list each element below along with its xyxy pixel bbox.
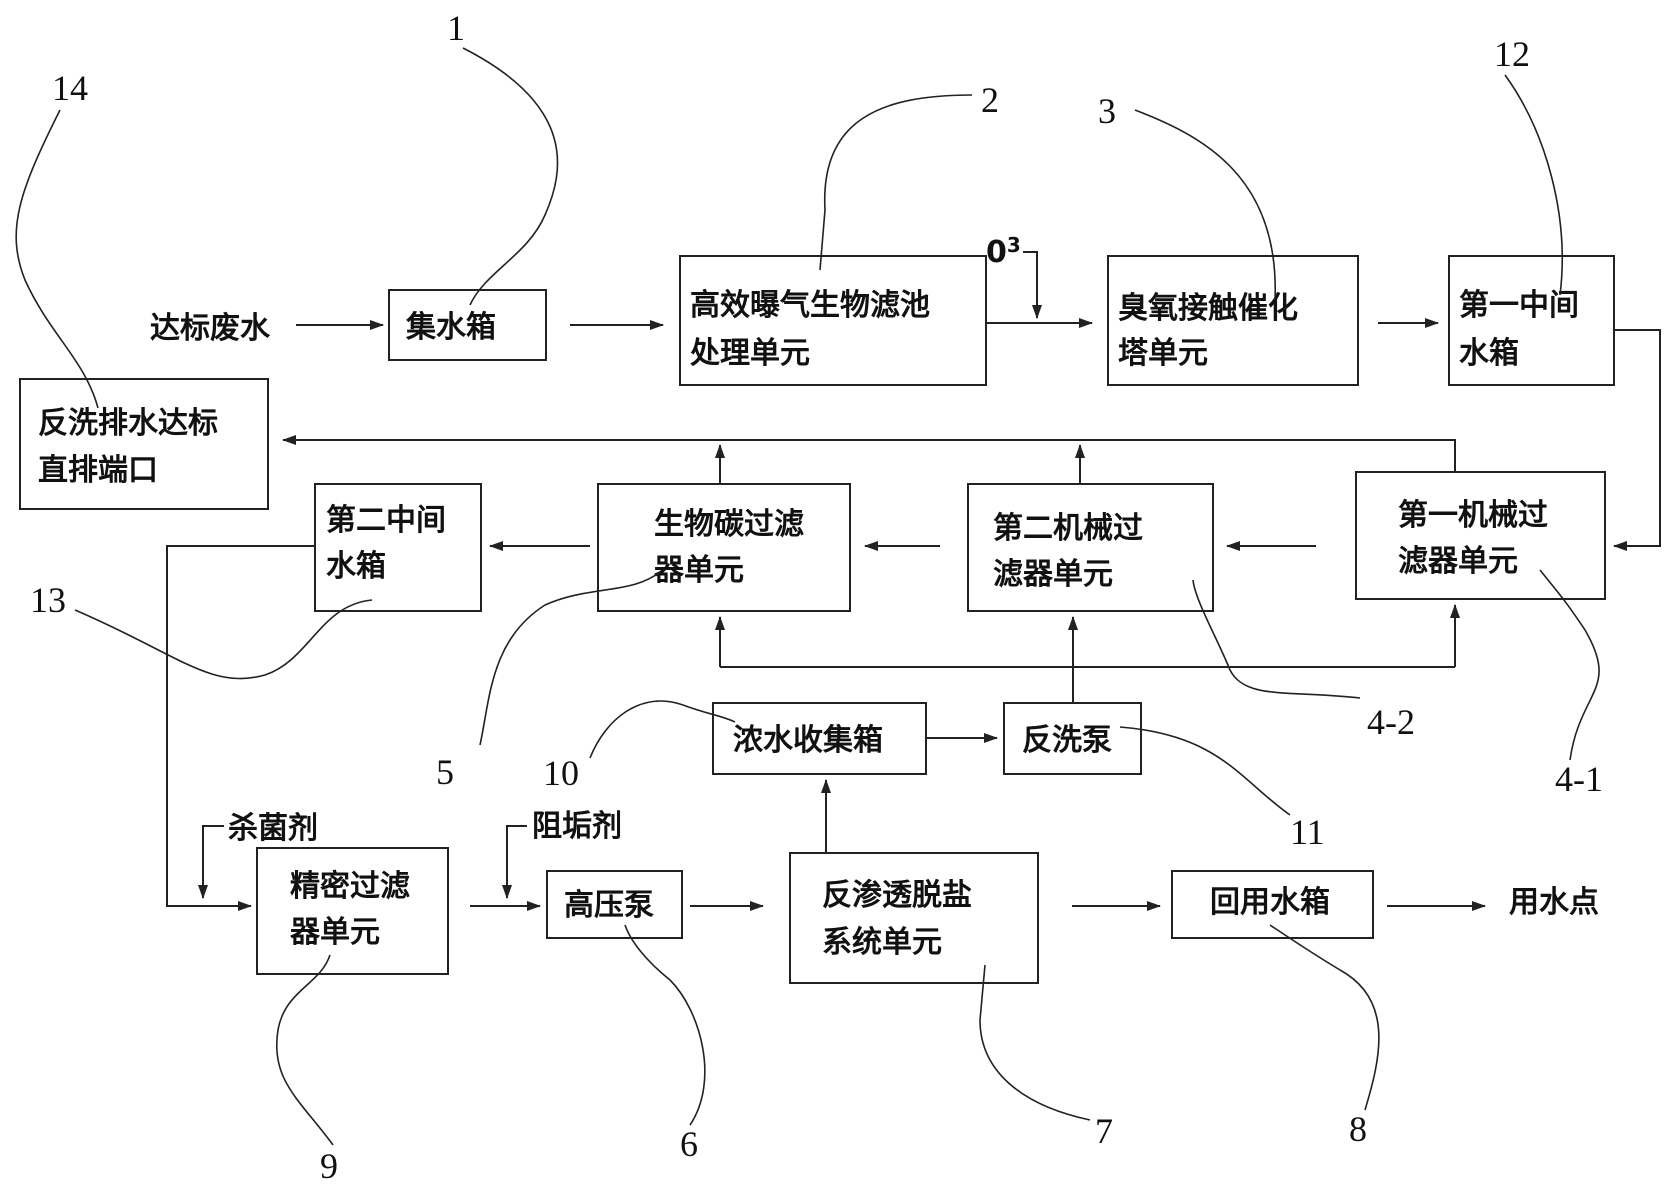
leader-2 bbox=[819, 94, 973, 271]
leader-4-2 bbox=[1192, 579, 1361, 699]
leader-8 bbox=[1269, 924, 1380, 1111]
box-ro-system bbox=[789, 852, 1039, 984]
ref-number-2: 2 bbox=[981, 80, 999, 120]
leader-1 bbox=[462, 47, 559, 306]
label-first-intermediate-tank: 第一中间 水箱 bbox=[1459, 288, 1589, 371]
ref-number-4-1: 4-1 bbox=[1555, 759, 1603, 799]
line-backwash-discharge-collector bbox=[282, 435, 1456, 472]
label-first-mechanical-filter: 第一机械过 滤器单元 bbox=[1398, 498, 1558, 579]
leader-12 bbox=[1504, 74, 1563, 296]
label-precision-filter: 精密过滤 器单元 bbox=[289, 869, 420, 950]
leader-3 bbox=[1134, 109, 1276, 301]
ref-number-5: 5 bbox=[436, 752, 454, 792]
label-ozone: 03 bbox=[986, 233, 1021, 270]
label-concentrate-tank: 浓水收集箱 bbox=[733, 723, 883, 758]
ref-number-7: 7 bbox=[1095, 1111, 1113, 1151]
leader-6 bbox=[624, 924, 706, 1126]
label-baf-unit: 高效曝气生物滤池 处理单元 bbox=[689, 288, 940, 371]
box-backwash-discharge-port bbox=[19, 378, 269, 510]
box-bio-carbon-filter bbox=[597, 483, 851, 612]
label-bio-carbon-filter: 生物碳过滤 器单元 bbox=[653, 507, 814, 588]
leader-10 bbox=[589, 700, 736, 759]
leader-13 bbox=[74, 599, 373, 680]
leader-14 bbox=[15, 109, 99, 409]
label-backwash-pump: 反洗泵 bbox=[1022, 723, 1112, 758]
label-second-intermediate-tank: 第二中间 水箱 bbox=[326, 503, 456, 584]
label-reuse-tank: 回用水箱 bbox=[1210, 885, 1330, 920]
box-second-intermediate-tank bbox=[314, 483, 482, 612]
box-high-pressure-pump bbox=[546, 870, 683, 939]
leader-11 bbox=[1119, 726, 1291, 816]
box-baf-unit bbox=[679, 255, 987, 386]
label-high-pressure-pump: 高压泵 bbox=[564, 888, 654, 923]
ref-number-8: 8 bbox=[1349, 1109, 1367, 1149]
label-input-wastewater: 达标废水 bbox=[150, 311, 271, 346]
ref-number-1: 1 bbox=[447, 8, 465, 48]
ref-number-3: 3 bbox=[1098, 91, 1116, 131]
label-collecting-tank: 集水箱 bbox=[405, 310, 496, 345]
ref-number-11: 11 bbox=[1290, 812, 1325, 852]
ref-number-10: 10 bbox=[543, 753, 579, 793]
label-use-point: 用水点 bbox=[1509, 885, 1599, 920]
label-backwash-discharge-port: 反洗排水达标 直排端口 bbox=[38, 406, 228, 488]
leader-9 bbox=[275, 954, 334, 1146]
label-bactericide: 杀菌剂 bbox=[228, 811, 318, 846]
ref-number-13: 13 bbox=[30, 580, 66, 620]
label-antiscalant: 阻垢剂 bbox=[532, 809, 622, 844]
label-ozone-tower: 臭氧接触催化 塔单元 bbox=[1118, 291, 1308, 371]
box-ozone-tower bbox=[1107, 255, 1359, 386]
box-concentrate-tank bbox=[712, 702, 927, 775]
leader-4-1 bbox=[1539, 569, 1600, 761]
leader-5 bbox=[479, 571, 661, 746]
label-ro-system: 反渗透脱盐 系统单元 bbox=[822, 878, 982, 960]
box-backwash-pump bbox=[1003, 702, 1142, 775]
arrow-ozone-injection bbox=[1023, 251, 1042, 319]
box-precision-filter bbox=[256, 847, 449, 975]
box-first-intermediate-tank bbox=[1448, 255, 1615, 386]
ref-number-6: 6 bbox=[680, 1124, 698, 1164]
ref-number-12: 12 bbox=[1494, 34, 1530, 74]
arrow-antiscalant-dosing bbox=[502, 825, 527, 899]
label-second-mechanical-filter: 第二机械过 滤器单元 bbox=[993, 511, 1153, 592]
ref-number-14: 14 bbox=[52, 68, 88, 108]
box-first-mechanical-filter bbox=[1355, 471, 1606, 600]
box-second-mechanical-filter bbox=[967, 483, 1214, 612]
arrow-second-tank-to-precision-filter bbox=[166, 545, 315, 911]
arrow-bactericide-dosing bbox=[198, 825, 224, 899]
leader-7 bbox=[979, 964, 1091, 1121]
arrow-first-tank-to-first-mech-filter bbox=[1613, 329, 1661, 551]
box-collecting-tank bbox=[388, 289, 547, 361]
ref-number-9: 9 bbox=[320, 1146, 338, 1184]
ref-number-4-2: 4-2 bbox=[1367, 702, 1415, 742]
